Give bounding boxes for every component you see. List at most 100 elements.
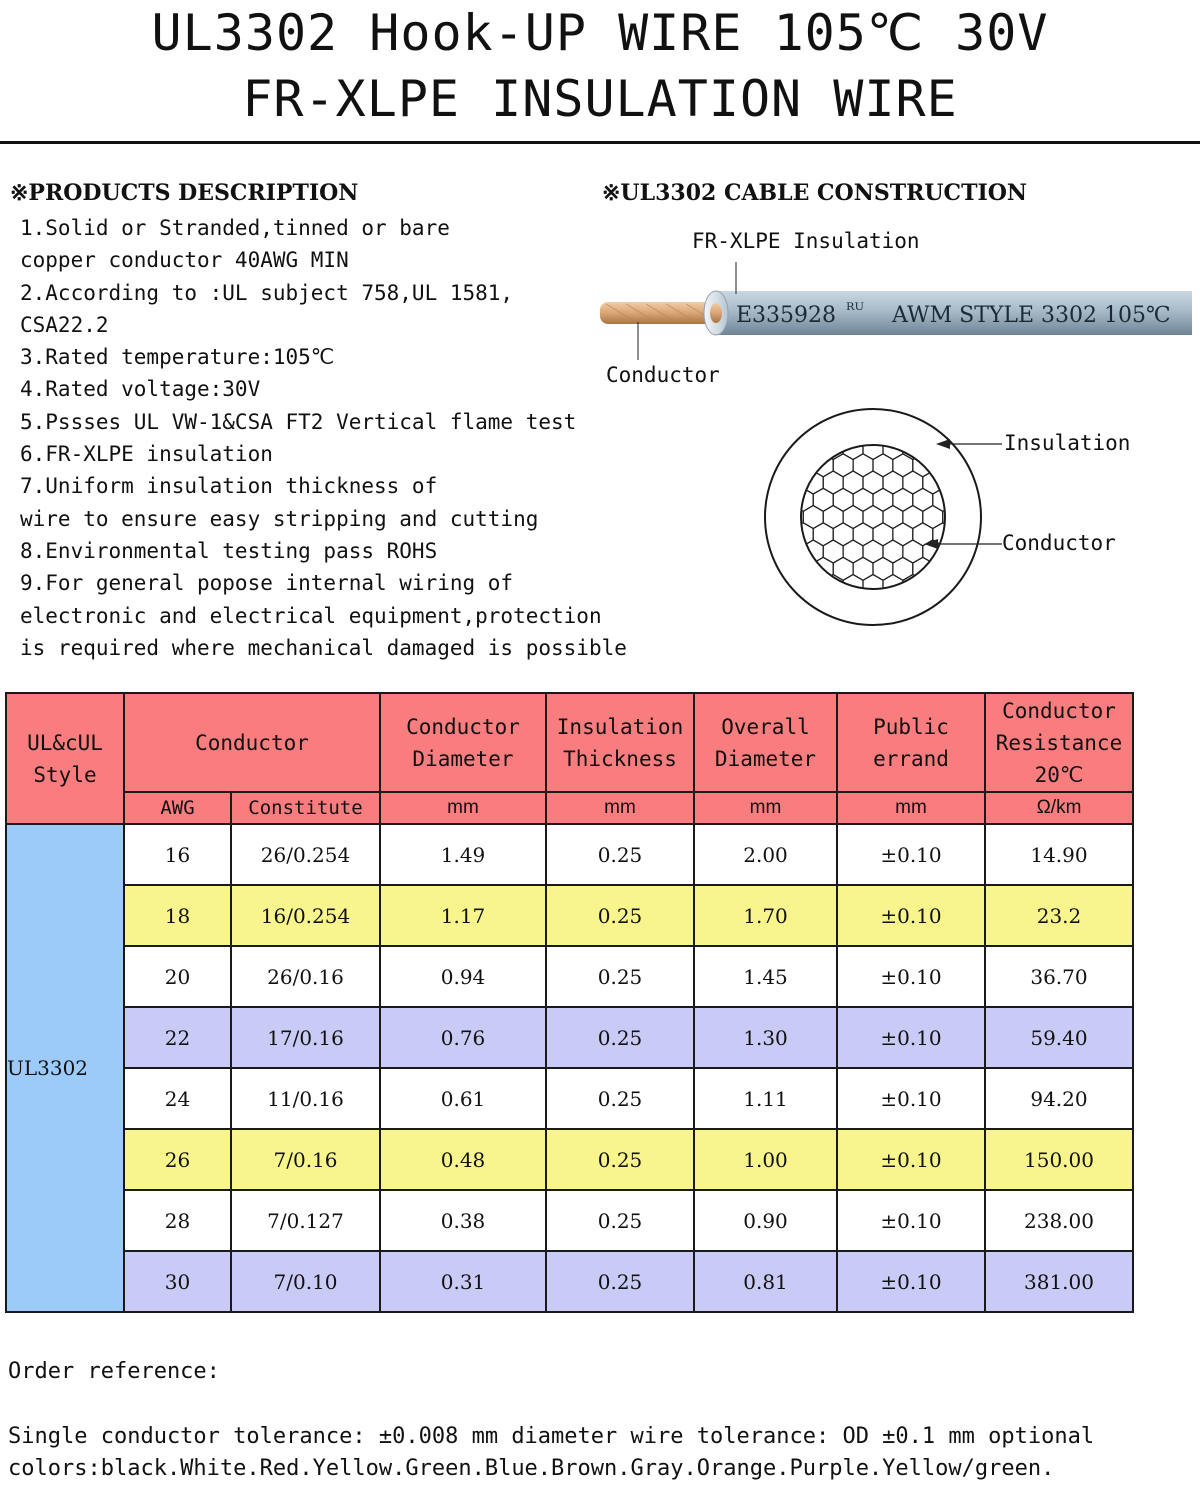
cell-tolerance: ±0.10: [836, 1250, 986, 1313]
cell-resistance: 14.90: [984, 823, 1134, 886]
strand-hex: [983, 402, 1003, 425]
cell-awg: 30: [123, 1250, 232, 1313]
unit-awg: AWG: [123, 791, 232, 825]
cell-ins-thickness: 0.25: [545, 884, 695, 947]
cell-resistance: 36.70: [984, 945, 1134, 1008]
wire-side-illustration: E335928 ᴿᵁ AWM STYLE 3302 105℃: [600, 262, 1192, 360]
strand-hex: [943, 609, 963, 632]
unit-overall-diameter: mm: [693, 791, 838, 825]
cross-section-illustration: [763, 402, 993, 632]
strand-hex: [763, 437, 783, 460]
cell-awg: 18: [123, 884, 232, 947]
colors-line: colors:black.White.Red.Yellow.Green.Blue…: [8, 1456, 1055, 1481]
cable-construction-heading: ※UL3302 CABLE CONSTRUCTION: [602, 180, 1028, 206]
cell-constitute: 11/0.16: [230, 1067, 381, 1130]
order-reference-label: Order reference:: [8, 1359, 220, 1384]
cell-cond-diameter: 0.94: [379, 945, 547, 1008]
strand-hex: [754, 557, 774, 580]
cell-tolerance: ±0.10: [836, 884, 986, 947]
description-line: 9.For general popose internal wiring of: [20, 571, 514, 596]
description-line: 1.Solid or Stranded,tinned or bare: [20, 216, 450, 240]
strand-hex: [953, 592, 973, 615]
strand-hex: [923, 609, 943, 632]
description-line: 6.FR-XLPE insulation: [20, 442, 273, 467]
unit-constitute: Constitute: [230, 791, 381, 825]
description-line: electronic and electrical equipment,prot…: [20, 603, 602, 628]
strand-hex: [963, 402, 983, 425]
cell-cond-diameter: 1.17: [379, 884, 547, 947]
cell-ins-thickness: 0.25: [545, 1128, 695, 1191]
strand-hex: [993, 557, 1013, 580]
strand-hex: [963, 609, 983, 632]
strand-hex: [744, 609, 764, 632]
description-line: is required where mechanical damaged is …: [20, 635, 627, 660]
jacket-print-style: AWM STYLE 3302 105℃: [891, 303, 1171, 328]
strand-hex: [803, 609, 823, 632]
description-line: CSA22.2: [20, 312, 109, 337]
strand-hex: [993, 592, 1013, 615]
strand-hex: [773, 592, 793, 615]
description-line: 4.Rated voltage:30V: [20, 377, 261, 402]
strand-hex: [744, 471, 764, 494]
cell-resistance: 94.20: [984, 1067, 1134, 1130]
cell-ins-thickness: 0.25: [545, 1250, 695, 1313]
wire-conductor-label: Conductor: [606, 363, 720, 387]
description-line: wire to ensure easy stripping and cuttin…: [20, 506, 539, 531]
style-cell: UL3302: [5, 823, 125, 1313]
jacket-print-code: E335928: [736, 303, 836, 328]
strand-hex: [763, 402, 783, 425]
cell-ins-thickness: 0.25: [545, 1006, 695, 1069]
title-divider: [0, 141, 1200, 144]
strand-hex: [744, 575, 764, 598]
cell-constitute: 7/0.16: [230, 1128, 381, 1191]
cell-overall-diameter: 1.00: [693, 1128, 838, 1191]
strand-hex: [783, 402, 803, 425]
cell-awg: 16: [123, 823, 232, 886]
cell-tolerance: ±0.10: [836, 823, 986, 886]
cell-constitute: 17/0.16: [230, 1006, 381, 1069]
description-line: copper conductor 40AWG MIN: [20, 248, 349, 273]
cell-overall-diameter: 1.70: [693, 884, 838, 947]
tolerance-line: Single conductor tolerance: ±0.008 mm di…: [8, 1424, 1095, 1449]
cell-tolerance: ±0.10: [836, 945, 986, 1008]
products-description-heading: ※PRODUCTS DESCRIPTION: [10, 180, 359, 206]
cross-section-leaders: [924, 439, 1002, 549]
fr-xlpe-insulation-label: FR-XLPE Insulation: [692, 229, 920, 253]
page-title-line-2: FR-XLPE INSULATION WIRE: [242, 70, 958, 128]
strand-hex: [763, 575, 783, 598]
insulation-jacket: [709, 291, 1192, 335]
strand-hex: [973, 557, 993, 580]
strand-hex: [744, 506, 764, 529]
cell-constitute: 7/0.127: [230, 1189, 381, 1252]
header-conductor: Conductor: [123, 692, 381, 793]
cell-awg: 24: [123, 1067, 232, 1130]
strand-hex: [754, 419, 774, 442]
cell-cond-diameter: 1.49: [379, 823, 547, 886]
cell-constitute: 16/0.254: [230, 884, 381, 947]
cell-tolerance: ±0.10: [836, 1189, 986, 1252]
strand-hex: [983, 575, 1003, 598]
cell-resistance: 23.2: [984, 884, 1134, 947]
strand-hex: [744, 437, 764, 460]
cell-resistance: 238.00: [984, 1189, 1134, 1252]
strand-hex: [842, 573, 864, 589]
strand-hex: [902, 573, 924, 589]
cell-constitute: 26/0.16: [230, 945, 381, 1008]
cell-ins-thickness: 0.25: [545, 823, 695, 886]
cell-awg: 20: [123, 945, 232, 1008]
strand-hex: [754, 454, 774, 477]
cell-overall-diameter: 0.81: [693, 1250, 838, 1313]
description-line: 5.Pssses UL VW-1&CSA FT2 Vertical flame …: [20, 409, 577, 434]
strand-hex: [862, 573, 884, 589]
cell-awg: 22: [123, 1006, 232, 1069]
strand-hex: [973, 592, 993, 615]
